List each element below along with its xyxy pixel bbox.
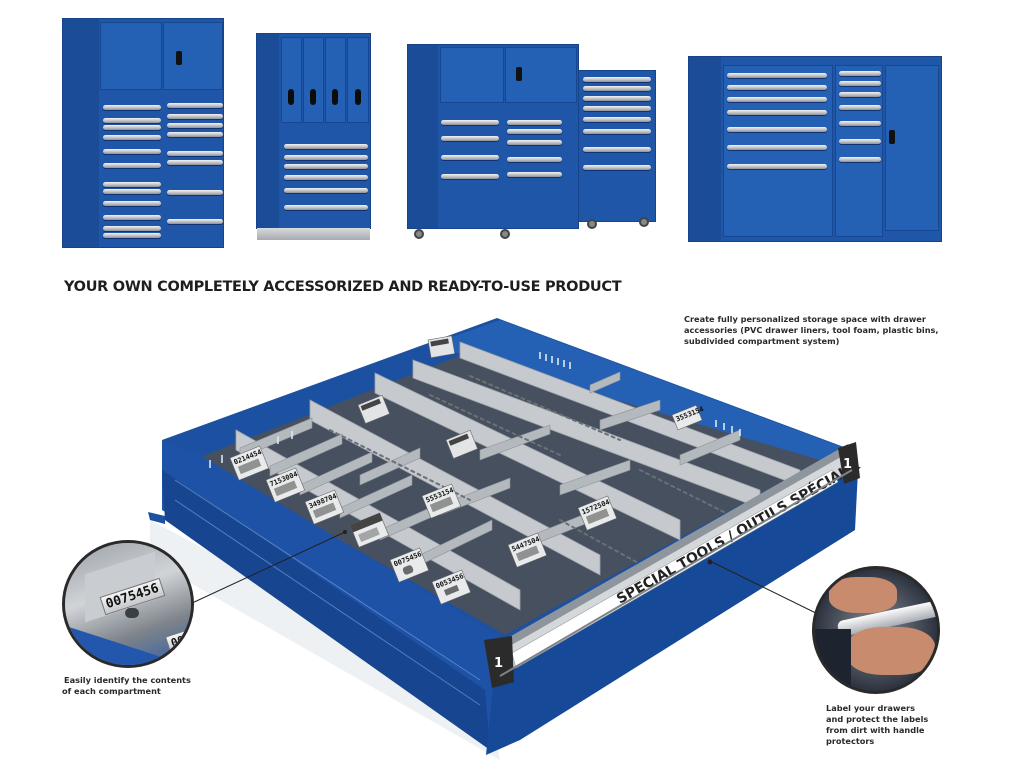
cabinet-photo-4 — [688, 56, 942, 242]
cabinet-photo-2 — [256, 33, 371, 240]
cabinet-photo-1 — [62, 18, 224, 248]
svg-text:3498704: 3498704 — [308, 492, 338, 510]
svg-text:0053456: 0053456 — [435, 572, 465, 590]
lock-icon — [889, 130, 895, 144]
hand-top — [829, 577, 897, 613]
lock-icon — [176, 51, 182, 65]
callout-label-drawers: Label your drawers and protect the label… — [826, 703, 929, 746]
callout-drawer-accessories: Create fully personalized storage space … — [684, 314, 939, 346]
svg-text:0075456: 0075456 — [393, 550, 423, 568]
drawer-number-right: 1 — [843, 457, 852, 472]
compartment-label-closeup: 0075456 00 — [62, 540, 194, 668]
tool-icon — [125, 608, 139, 618]
svg-text:0214454: 0214454 — [233, 448, 263, 466]
svg-text:5447504: 5447504 — [511, 535, 541, 553]
hand-bottom — [847, 627, 935, 675]
cabinet-door-right — [163, 22, 223, 90]
page-headline: YOUR OWN COMPLETELY ACCESSORIZED AND REA… — [64, 279, 622, 295]
callout-identify-contents: Easily identify the contents of each com… — [62, 675, 191, 696]
drawer-number-left: 1 — [494, 656, 503, 671]
lock-icon — [516, 67, 522, 81]
svg-text:3553154: 3553154 — [675, 405, 705, 423]
bin-labels: 0214454 7153004 3498704 0075456 0053456 … — [229, 335, 705, 605]
svg-text:5553154: 5553154 — [425, 486, 455, 504]
cabinet-photo-3-extension — [578, 70, 656, 229]
svg-text:7153004: 7153004 — [269, 470, 299, 488]
svg-text:1572504: 1572504 — [581, 498, 611, 516]
cabinet-door-left — [100, 22, 162, 90]
handle-protector-closeup — [812, 566, 940, 694]
drawer-front-label: SPECIAL TOOLS / OUTILS SPÉCIAUX — [614, 456, 864, 607]
cabinet-photo-3 — [407, 44, 579, 239]
